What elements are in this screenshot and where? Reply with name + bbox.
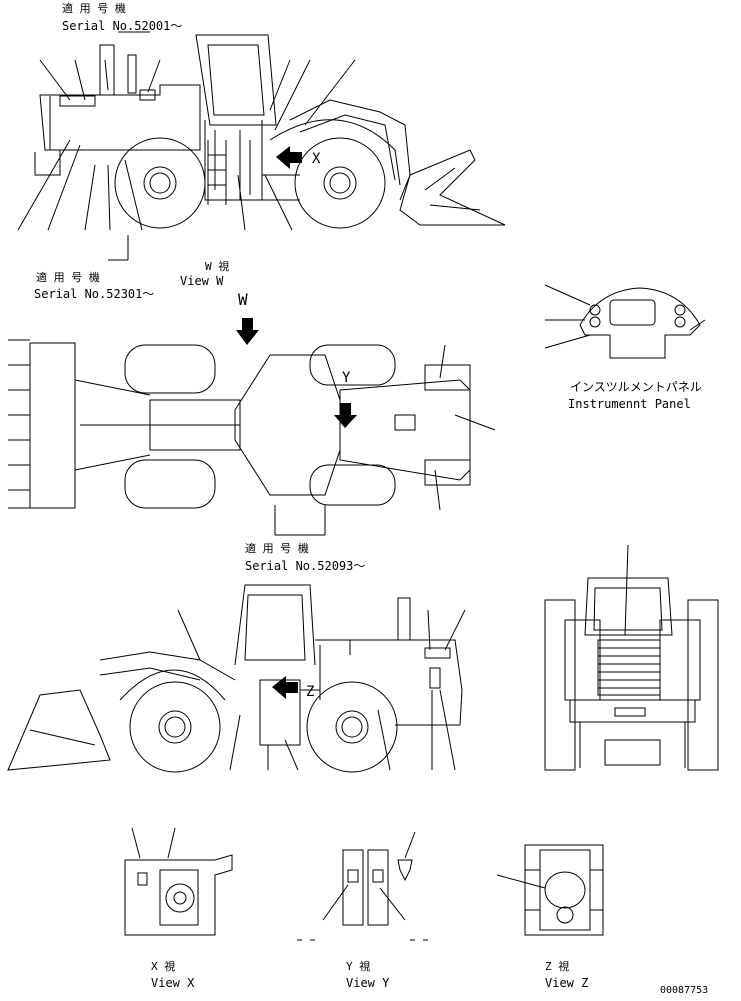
loader-rear-view (544, 544, 719, 771)
serial-top-jp: 適 用 号 機 (62, 1, 126, 15)
serial-bottom: Serial No.52093～ (245, 559, 365, 573)
loader-side-view-right: Z (7, 584, 466, 773)
view-x-detail: X 視 View X (124, 827, 233, 990)
loader-side-view-left: 適 用 号 機 Serial No.52001～ X (17, 1, 506, 301)
marker-x: X (312, 151, 321, 167)
serial-mid-jp: 適 用 号 機 (36, 270, 100, 284)
view-z-jp: Z 視 (545, 959, 569, 973)
instrument-panel-label: Instrumennt Panel (568, 397, 691, 411)
drawing-number: 00087753 (660, 985, 708, 996)
view-w-jp: W 視 (205, 259, 229, 273)
view-z-detail: Z 視 View Z (496, 844, 604, 990)
view-x: View X (151, 976, 195, 990)
loader-top-view: W Y 適 用 号 機 Serial No.52093～ (8, 290, 496, 573)
serial-mid: Serial No.52301～ (34, 287, 154, 301)
view-y-detail: Y 視 View Y (297, 831, 428, 990)
marker-w: W (238, 290, 248, 309)
serial-bottom-jp: 適 用 号 機 (245, 541, 309, 555)
view-w: View W (180, 274, 224, 288)
view-y: View Y (346, 976, 390, 990)
marker-y: Y (342, 370, 351, 386)
leader-lines-top (17, 59, 356, 261)
instrument-panel-jp: インスツルメントパネル (570, 380, 702, 394)
view-x-jp: X 視 (151, 959, 175, 973)
view-z: View Z (545, 976, 588, 990)
serial-top: Serial No.52001～ (62, 19, 182, 33)
view-y-jp: Y 視 (346, 959, 370, 973)
instrument-panel: インスツルメントパネル Instrumennt Panel (544, 284, 706, 411)
marker-z: Z (306, 684, 314, 700)
